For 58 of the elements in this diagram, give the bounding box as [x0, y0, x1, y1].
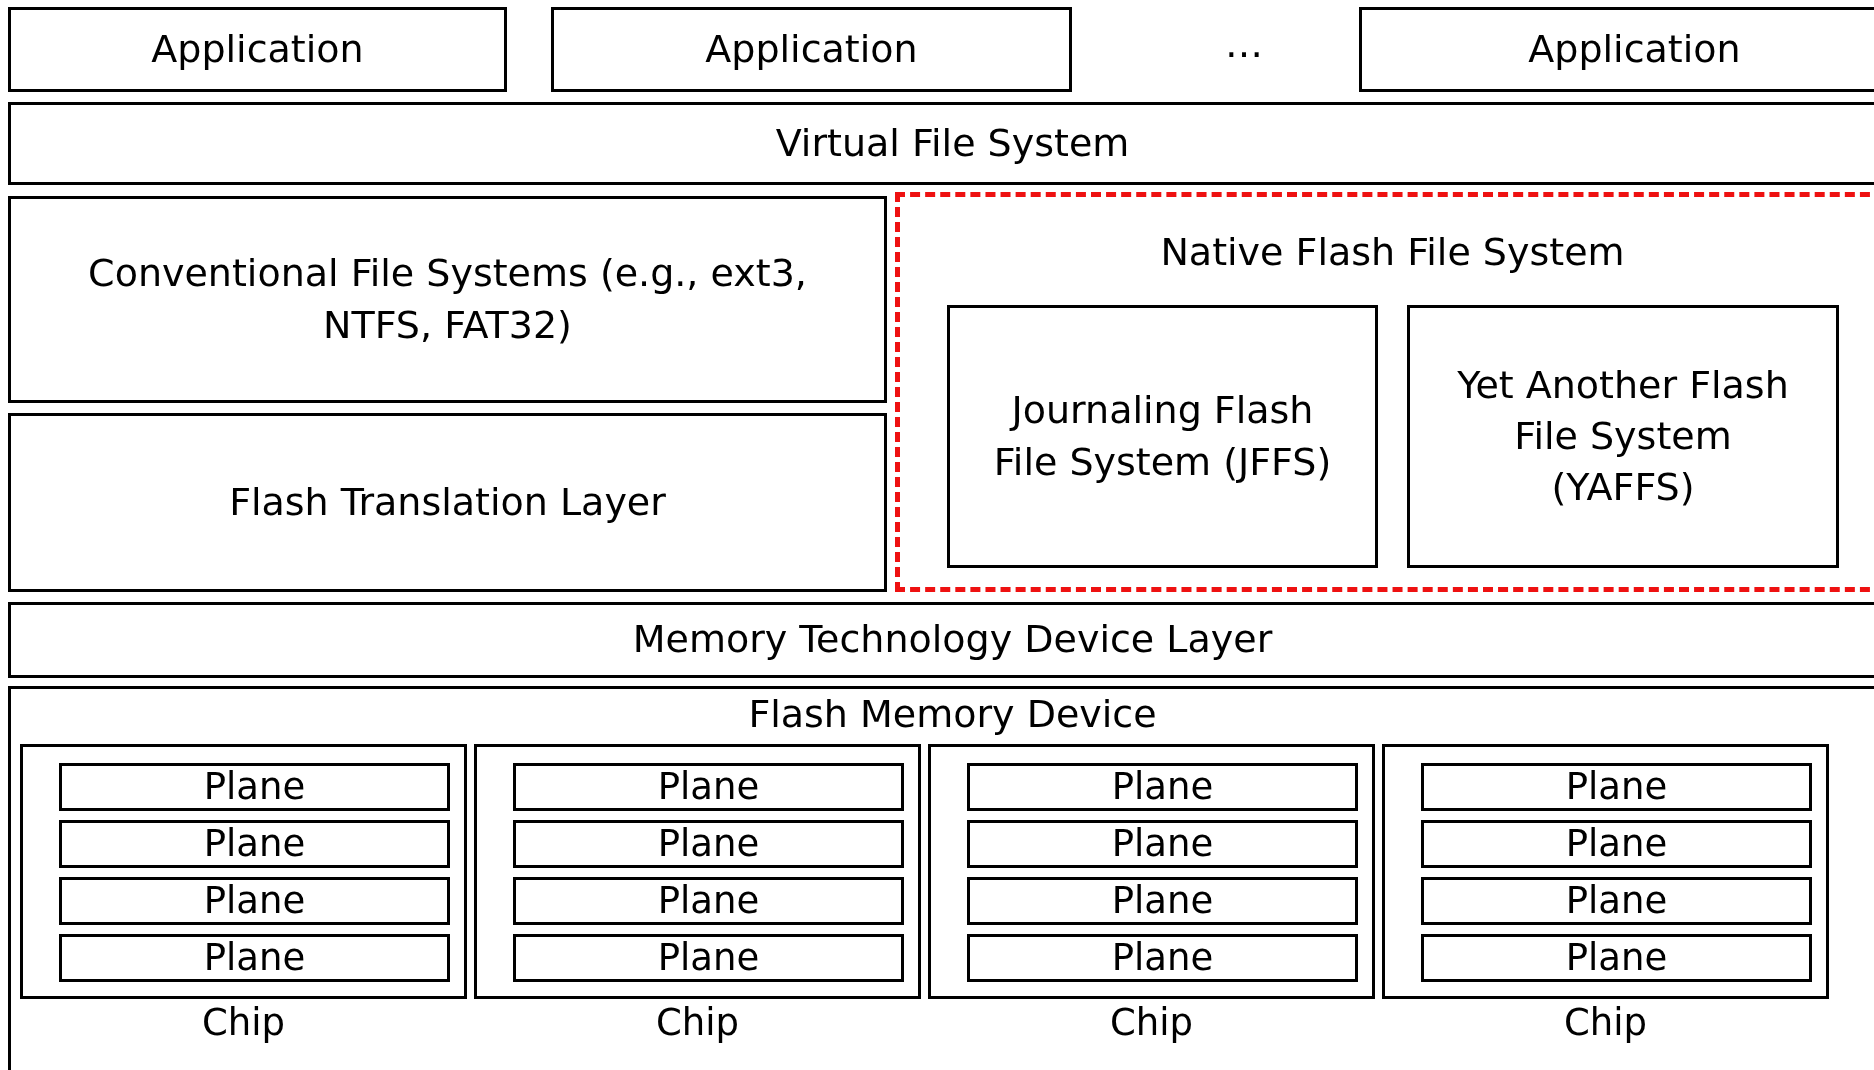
chip-label: Chip [1108, 1000, 1195, 1046]
layer-box [947, 305, 1378, 568]
plane-box [59, 820, 450, 868]
plane-box [513, 820, 904, 868]
plane-box [967, 877, 1358, 925]
layer-box [8, 196, 887, 403]
box-label: Flash Memory Device [747, 691, 1158, 738]
layer-box [1407, 305, 1839, 568]
box-label: Plane [656, 766, 761, 808]
plane-box [513, 877, 904, 925]
plane-box [967, 820, 1358, 868]
box-label: Memory Technology Device Layer [631, 616, 1274, 664]
plane-box [513, 934, 904, 982]
box-label: Plane [1110, 880, 1215, 922]
box-label: Journaling Flash File System (JFFS) [992, 387, 1333, 486]
plane-box [59, 934, 450, 982]
plane-box [967, 763, 1358, 811]
chip-label: Chip [654, 1000, 741, 1046]
box-label: Flash Translation Layer [228, 478, 667, 526]
plane-box [59, 763, 450, 811]
ellipsis: … [1224, 22, 1264, 66]
box-label: Plane [202, 766, 307, 808]
box-label: Plane [656, 880, 761, 922]
box-label: Conventional File Systems (e.g., ext3, NTFS, FAT32) [87, 250, 808, 349]
box-label: Application [704, 25, 919, 73]
layer-box [1359, 7, 1874, 92]
plane-box [513, 763, 904, 811]
device-box [8, 686, 1874, 1070]
box-label: Plane [656, 823, 761, 865]
chip-label: Chip [1562, 1000, 1649, 1046]
plane-box [1421, 934, 1812, 982]
layer-box [8, 7, 507, 92]
box-label: Plane [1110, 937, 1215, 979]
box-label: Application [1527, 25, 1742, 73]
box-label: Application [150, 25, 365, 73]
plane-box [1421, 820, 1812, 868]
chip-label: Chip [200, 1000, 287, 1046]
box-label: Plane [202, 880, 307, 922]
box-label: Plane [202, 937, 307, 979]
box-label: Native Flash File System [1159, 229, 1626, 276]
layer-box [8, 413, 887, 592]
plane-box [1421, 763, 1812, 811]
layer-box [8, 602, 1874, 678]
box-label: Virtual File System [774, 119, 1131, 167]
plane-box [59, 877, 450, 925]
box-label: Plane [1564, 937, 1669, 979]
layer-box [551, 7, 1072, 92]
box-label: Yet Another Flash File System (YAFFS) [1456, 361, 1790, 512]
box-label: Plane [202, 823, 307, 865]
box-label: Plane [656, 937, 761, 979]
box-label: Plane [1564, 766, 1669, 808]
box-label: Plane [1110, 823, 1215, 865]
plane-box [1421, 877, 1812, 925]
box-label: Plane [1564, 823, 1669, 865]
box-label: Plane [1110, 766, 1215, 808]
plane-box [967, 934, 1358, 982]
box-label: Plane [1564, 880, 1669, 922]
layer-box [8, 102, 1874, 185]
